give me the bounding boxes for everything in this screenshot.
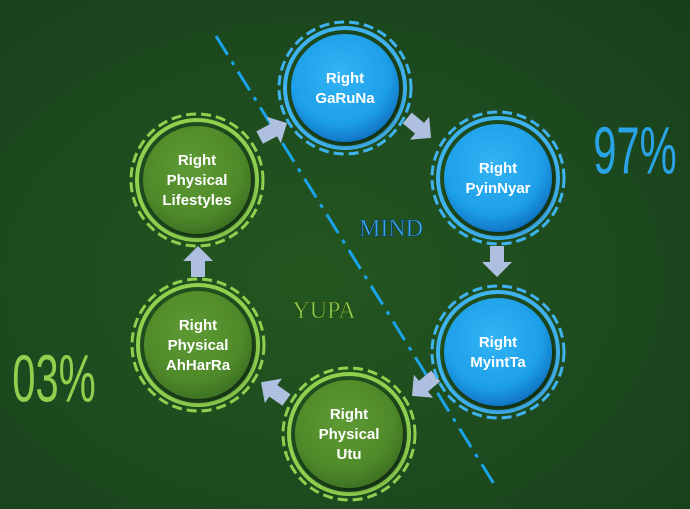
node-disk bbox=[144, 291, 252, 399]
node-label-line: Right bbox=[479, 160, 517, 177]
node-label-line: Physical bbox=[167, 172, 228, 189]
node-disk bbox=[291, 34, 399, 142]
arrow-lifestyles-to-garuna bbox=[256, 116, 288, 144]
node-label-line: GaRuNa bbox=[315, 90, 375, 107]
node-label-line: Right bbox=[330, 406, 368, 423]
yupa-label: YUPA bbox=[292, 298, 356, 324]
node-solid-ring bbox=[436, 290, 560, 414]
node-dashed-ring bbox=[277, 20, 413, 156]
node-solid-ring bbox=[136, 283, 260, 407]
arrow-garuna-to-pyinnyar bbox=[402, 112, 432, 140]
node-label-line: Right bbox=[179, 317, 217, 334]
node-disk bbox=[444, 124, 552, 232]
node-solid-ring bbox=[436, 116, 560, 240]
node-dashed-ring bbox=[430, 110, 566, 246]
nodes-layer: RightGaRuNaRightPyinNyarRightMyintTaRigh… bbox=[129, 20, 566, 502]
node-dashed-ring bbox=[430, 284, 566, 420]
node-disk bbox=[444, 298, 552, 406]
node-label-line: Lifestyles bbox=[162, 192, 231, 209]
node-label-line: MyintTa bbox=[470, 354, 526, 371]
node-label-line: Right bbox=[178, 152, 216, 169]
node-dashed-ring bbox=[130, 277, 266, 413]
node-solid-ring bbox=[287, 372, 411, 496]
yupa-percent: 03% bbox=[12, 341, 96, 415]
node-dashed-ring bbox=[129, 112, 265, 248]
node-solid-ring bbox=[135, 118, 259, 242]
mind-yupa-divider bbox=[214, 35, 496, 485]
node-label-line: Physical bbox=[319, 426, 380, 443]
node-disk bbox=[143, 126, 251, 234]
node-label-line: Utu bbox=[337, 446, 362, 463]
arrow-pyinnyar-to-myintta bbox=[482, 246, 512, 277]
node-label-line: Right bbox=[326, 70, 364, 87]
node-label-line: AhHarRa bbox=[166, 357, 231, 374]
mind-label: MIND bbox=[359, 216, 423, 242]
node-label-line: Physical bbox=[168, 337, 229, 354]
arrow-myintta-to-utu bbox=[411, 370, 441, 398]
node-label-line: PyinNyar bbox=[465, 180, 530, 197]
cycle-arrows bbox=[183, 112, 512, 406]
node-label-line: Right bbox=[479, 334, 517, 351]
mind-percent: 97% bbox=[593, 113, 677, 187]
node-dashed-ring bbox=[281, 366, 417, 502]
node-solid-ring bbox=[283, 26, 407, 150]
arrow-ahharra-to-lifestyles bbox=[183, 246, 213, 277]
node-disk bbox=[295, 380, 403, 488]
arrow-utu-to-ahharra bbox=[261, 378, 291, 406]
